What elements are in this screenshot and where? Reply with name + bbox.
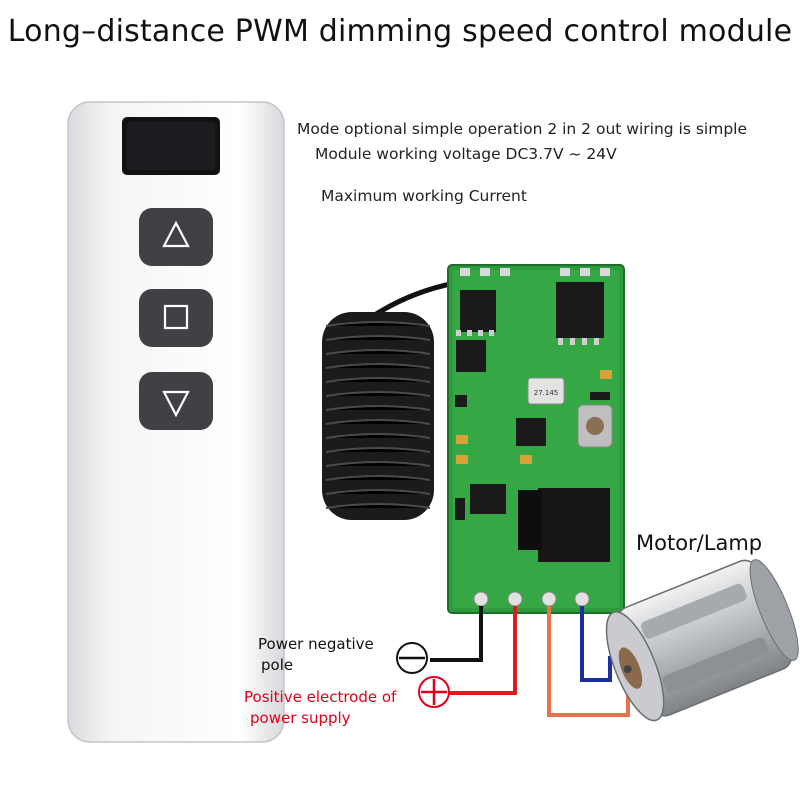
negative-pole-label: Power negative pole bbox=[258, 634, 374, 676]
motor-lamp-label: Motor/Lamp bbox=[636, 531, 763, 555]
wiring bbox=[430, 606, 630, 717]
page-title: Long–distance PWM dimming speed control … bbox=[7, 14, 793, 49]
antenna-coil-icon bbox=[322, 280, 456, 520]
positive-electrode-label: Positive electrode of power supply bbox=[244, 687, 396, 729]
motor-wire-2 bbox=[580, 606, 612, 682]
spec-voltage-text: Module working voltage DC3.7V ~ 24V bbox=[315, 145, 617, 163]
negative-wire bbox=[430, 606, 483, 662]
positive-label-line2: power supply bbox=[250, 709, 351, 727]
remote-control bbox=[67, 101, 285, 743]
positive-symbol-icon bbox=[418, 676, 450, 708]
motor-icon bbox=[605, 559, 799, 722]
negative-label-line2: pole bbox=[261, 656, 294, 674]
up-arrow-icon bbox=[162, 220, 190, 248]
spec-mode-text: Mode optional simple operation 2 in 2 ou… bbox=[297, 120, 748, 138]
down-arrow-icon bbox=[162, 390, 190, 418]
positive-wire bbox=[445, 606, 517, 695]
stop-button[interactable] bbox=[139, 289, 213, 347]
crystal-label: 27.145 bbox=[534, 389, 559, 397]
stop-square-icon bbox=[163, 304, 189, 330]
pcb-module-icon: 27.145 bbox=[447, 264, 625, 614]
negative-label-line1: Power negative bbox=[258, 635, 374, 653]
motor-wire-1 bbox=[547, 606, 630, 717]
positive-label-line1: Positive electrode of bbox=[244, 688, 397, 706]
spec-current-text: Maximum working Current bbox=[321, 187, 527, 205]
down-arrow-button[interactable] bbox=[139, 372, 213, 430]
up-arrow-button[interactable] bbox=[139, 208, 213, 266]
negative-symbol-icon bbox=[396, 642, 428, 674]
